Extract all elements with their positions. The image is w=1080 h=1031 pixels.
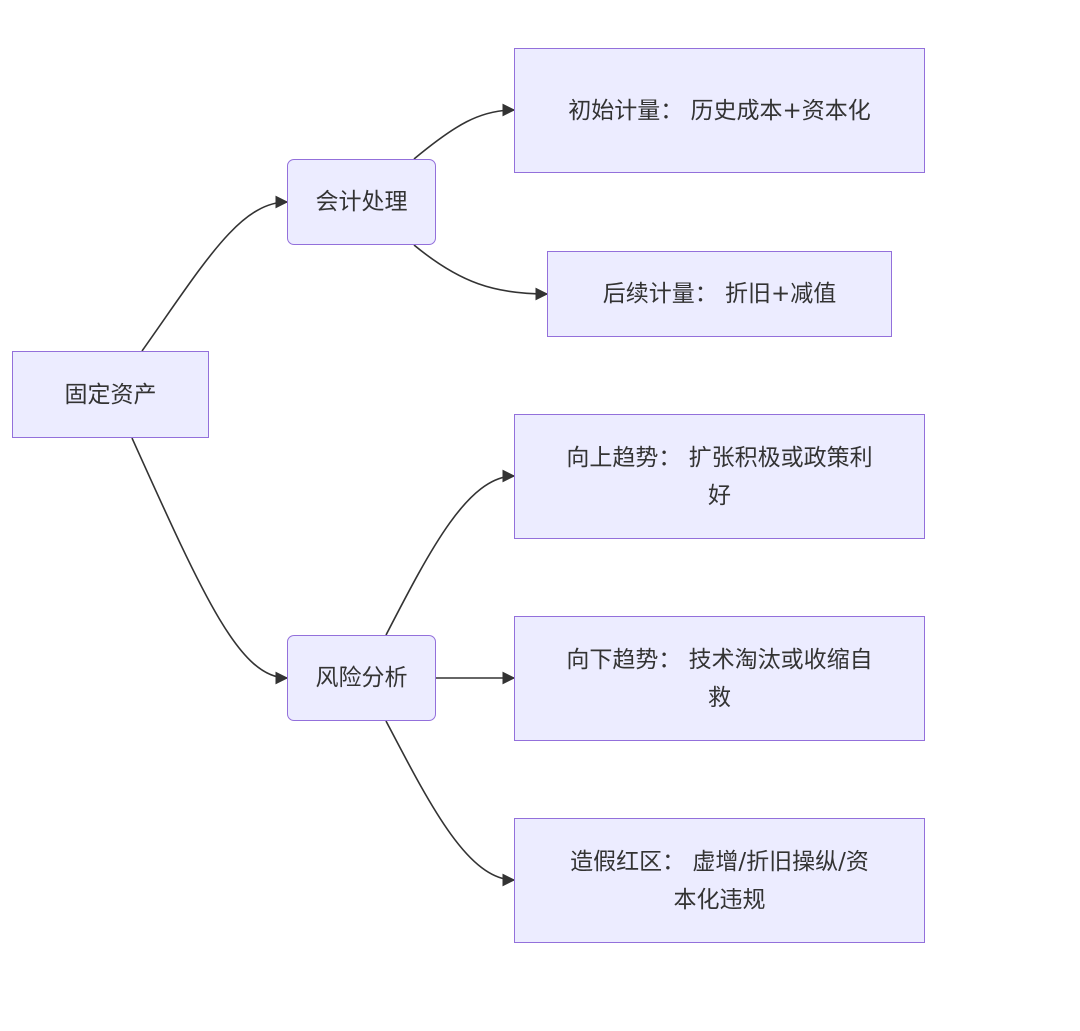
node-fraud-red-zone: 造假红区： 虚增/折旧操纵/资本化违规 bbox=[514, 818, 925, 943]
node-fraud-red-zone-label: 造假红区： 虚增/折旧操纵/资本化违规 bbox=[570, 848, 869, 913]
node-upward-trend-label: 向上趋势： 扩张积极或政策利好 bbox=[566, 444, 873, 509]
node-downward-trend-label: 向下趋势： 技术淘汰或收缩自救 bbox=[566, 646, 873, 711]
node-risk-analysis: 风险分析 bbox=[287, 635, 436, 721]
edge-root-to-risk bbox=[131, 437, 289, 685]
edge-root-to-accounting bbox=[141, 195, 289, 352]
edge-accounting-to-initial bbox=[413, 103, 516, 160]
edge-risk-to-fraud bbox=[385, 720, 516, 887]
node-upward-trend: 向上趋势： 扩张积极或政策利好 bbox=[514, 414, 925, 539]
node-fixed-assets-label: 固定资产 bbox=[64, 381, 157, 408]
node-risk-analysis-label: 风险分析 bbox=[315, 665, 408, 691]
node-subsequent-measurement: 后续计量： 折旧+减值 bbox=[547, 251, 892, 337]
node-downward-trend: 向下趋势： 技术淘汰或收缩自救 bbox=[514, 616, 925, 741]
node-subsequent-measurement-label: 后续计量： 折旧+减值 bbox=[602, 281, 837, 307]
node-initial-measurement: 初始计量： 历史成本+资本化 bbox=[514, 48, 925, 173]
node-fixed-assets: 固定资产 bbox=[12, 351, 209, 438]
edge-accounting-to-subsequent bbox=[413, 244, 549, 301]
node-accounting-treatment-label: 会计处理 bbox=[315, 189, 408, 215]
node-accounting-treatment: 会计处理 bbox=[287, 159, 436, 245]
edge-risk-to-upward bbox=[385, 469, 516, 636]
node-initial-measurement-label: 初始计量： 历史成本+资本化 bbox=[568, 97, 871, 124]
